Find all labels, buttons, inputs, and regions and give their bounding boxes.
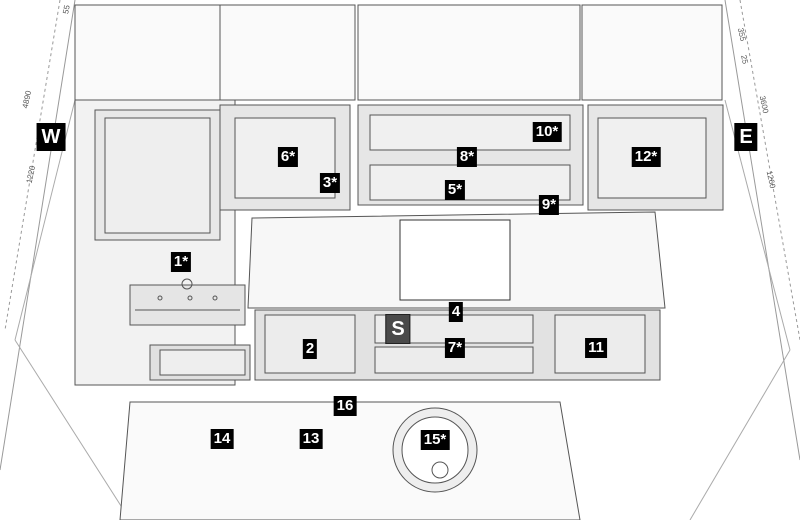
wall-west-label: W bbox=[36, 123, 66, 151]
item-7-label: 7* bbox=[444, 338, 466, 358]
item-1-label: 1* bbox=[170, 252, 192, 272]
sink-label: S bbox=[385, 314, 411, 344]
item-16-label: 16 bbox=[333, 396, 357, 416]
item-3-label: 3* bbox=[319, 173, 341, 193]
dim-left-3: 55 bbox=[61, 4, 72, 15]
item-11-label: 11 bbox=[585, 338, 607, 358]
item-6-label: 6* bbox=[277, 147, 299, 167]
item-8-label: 8* bbox=[456, 147, 478, 167]
item-13-label: 13 bbox=[299, 429, 323, 449]
item-12-label: 12* bbox=[631, 147, 661, 167]
item-14-label: 14 bbox=[210, 429, 234, 449]
item-5-label: 5* bbox=[444, 180, 466, 200]
item-4-label: 4 bbox=[448, 302, 464, 322]
item-2-label: 2 bbox=[302, 339, 318, 359]
item-15-label: 15* bbox=[420, 430, 450, 450]
dim-right-2: 25 bbox=[739, 54, 750, 65]
item-10-label: 10* bbox=[532, 122, 562, 142]
wall-east-label: E bbox=[734, 123, 758, 151]
item-9-label: 9* bbox=[538, 195, 560, 215]
